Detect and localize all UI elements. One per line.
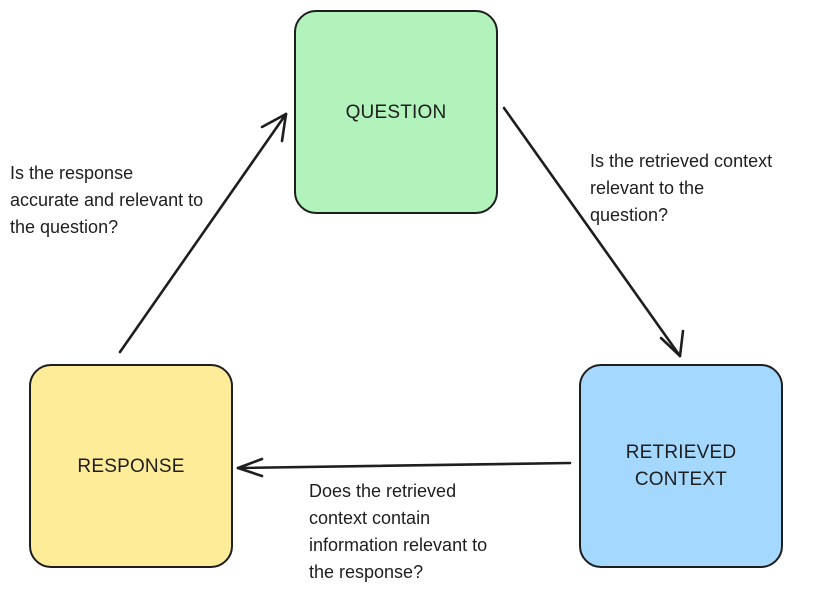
- response-to-question-label: Is the response accurate and relevant to…: [10, 163, 204, 237]
- arrow-response-to-question: [118, 112, 288, 354]
- question-node: QUESTION: [294, 10, 498, 214]
- arrow-question-to-context: [502, 106, 685, 358]
- arrow-context-to-response: [236, 457, 572, 478]
- question-to-context-label: Is the retrieved context relevant to the…: [590, 151, 773, 225]
- context-to-response-label: Does the retrieved context contain infor…: [309, 481, 488, 582]
- response-node: RESPONSE: [29, 364, 233, 568]
- retrieved-context-node: RETRIEVED CONTEXT: [579, 364, 783, 568]
